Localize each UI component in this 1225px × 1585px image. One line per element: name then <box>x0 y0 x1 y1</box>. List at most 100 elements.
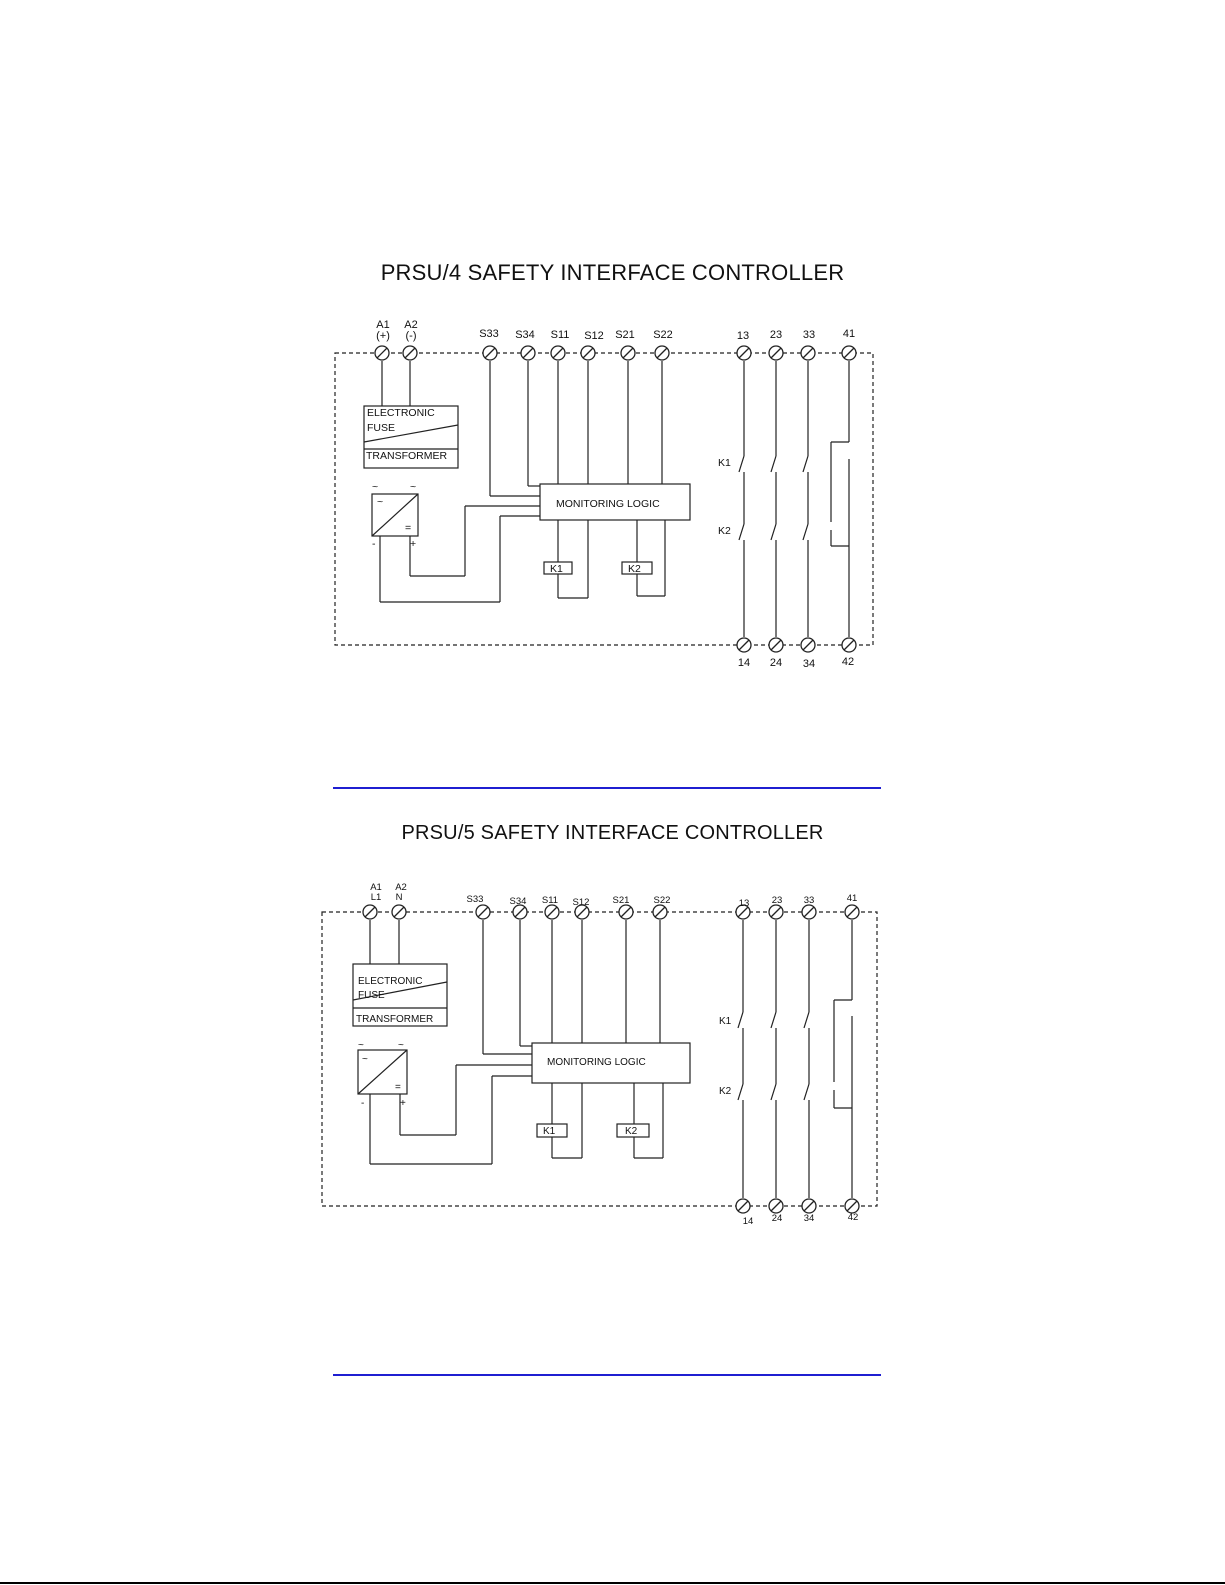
wiring-diagram-prsu4: A1 (+) A2 (-) S33 S34 S11 S12 S21 S22 13… <box>334 319 874 670</box>
terminal-label: 14 <box>738 657 750 669</box>
terminal-label: S22 <box>653 329 673 341</box>
terminal-screw <box>768 904 784 920</box>
terminal-label: S12 <box>584 330 604 342</box>
terminal-screw <box>800 637 816 653</box>
ac-dc-converter <box>357 1049 408 1095</box>
terminal-label: 13 <box>737 330 749 342</box>
converter-label: - <box>372 538 376 550</box>
terminal-label: 34 <box>803 658 815 670</box>
terminal-label: S22 <box>654 895 671 906</box>
terminal-screw <box>482 345 498 361</box>
terminal-screw <box>544 904 560 920</box>
terminal-screw <box>362 904 378 920</box>
terminal-screw <box>620 345 636 361</box>
terminal-label: S34 <box>510 896 527 907</box>
converter-label: + <box>400 1098 406 1109</box>
contact-label: K1 <box>719 1016 732 1027</box>
terminal-screw <box>574 904 590 920</box>
converter-label: - <box>361 1098 364 1109</box>
terminal-label: 23 <box>772 895 783 906</box>
relay-coil-label: K1 <box>550 563 563 575</box>
terminal-label: (+) <box>376 330 390 342</box>
enclosure-outline <box>334 352 874 646</box>
contact-label: K2 <box>719 1086 732 1097</box>
converter-label: ~ <box>398 1040 404 1051</box>
terminal-screw <box>841 637 857 653</box>
terminal-screw <box>580 345 596 361</box>
terminal-label: 13 <box>739 898 750 909</box>
wiring-diagram-prsu5: A1 L1 A2 N S33 S34 S11 S12 S21 S22 13 23… <box>321 882 878 1227</box>
fuse-transformer-box <box>363 405 459 469</box>
fuse-transformer-box <box>352 963 448 1027</box>
terminal-label: L1 <box>371 892 382 903</box>
enclosure-outline <box>321 911 878 1207</box>
terminal-screw <box>801 904 817 920</box>
terminal-screw <box>736 637 752 653</box>
terminal-screw <box>652 904 668 920</box>
terminal-label: 14 <box>743 1216 754 1227</box>
terminal-label: A1 <box>370 882 382 893</box>
terminal-label: S34 <box>515 329 535 341</box>
section-divider <box>333 787 881 789</box>
terminal-label: (-) <box>406 330 417 342</box>
terminal-label: A1 <box>376 319 389 331</box>
terminal-screw <box>735 1198 751 1214</box>
terminal-label: 24 <box>772 1213 783 1224</box>
converter-label: ~ <box>372 481 378 493</box>
terminal-label: 33 <box>804 895 815 906</box>
fuse-label: FUSE <box>358 990 385 1001</box>
terminal-label: S33 <box>467 894 484 905</box>
ac-dc-converter <box>371 493 419 537</box>
terminal-screw <box>768 637 784 653</box>
transformer-label: TRANSFORMER <box>356 1014 433 1025</box>
fuse-label: FUSE <box>367 422 395 434</box>
terminal-label: A2 <box>395 882 407 893</box>
terminal-screw <box>841 345 857 361</box>
transformer-label: TRANSFORMER <box>366 450 448 462</box>
terminal-label: 34 <box>804 1213 815 1224</box>
monitoring-logic-box <box>531 1042 691 1084</box>
monitoring-logic-box <box>539 483 691 521</box>
terminal-screw <box>618 904 634 920</box>
terminal-label: 24 <box>770 657 782 669</box>
terminal-label: 23 <box>770 329 782 341</box>
terminal-screw <box>512 904 528 920</box>
terminal-label: S33 <box>479 328 499 340</box>
converter-label: + <box>410 538 416 550</box>
terminal-label: 41 <box>847 893 858 904</box>
terminal-label: N <box>396 892 403 903</box>
terminal-screw <box>844 904 860 920</box>
terminal-screw <box>520 345 536 361</box>
terminal-screw <box>475 904 491 920</box>
terminal-screw <box>800 345 816 361</box>
relay-coil-label: K1 <box>543 1126 556 1137</box>
page-bottom-border <box>0 1582 1225 1584</box>
diagram-title: PRSU/4 SAFETY INTERFACE CONTROLLER <box>380 260 845 285</box>
terminal-label: 42 <box>842 656 854 668</box>
terminal-screw <box>844 1198 860 1214</box>
contact-label: K1 <box>718 457 731 469</box>
terminal-label: S11 <box>551 329 570 341</box>
section-divider <box>333 1374 881 1376</box>
terminal-screw <box>654 345 670 361</box>
monitoring-logic-label: MONITORING LOGIC <box>556 498 660 510</box>
terminal-screw <box>735 904 751 920</box>
relay-coil-label: K2 <box>628 563 641 575</box>
terminal-label: S21 <box>615 329 635 341</box>
converter-label: ~ <box>358 1040 364 1051</box>
relay-coil-k2 <box>616 1123 650 1138</box>
terminal-screw <box>768 345 784 361</box>
terminal-label: 42 <box>848 1212 859 1223</box>
terminal-screw <box>801 1198 817 1214</box>
monitoring-logic-label: MONITORING LOGIC <box>547 1057 646 1068</box>
terminal-label: A2 <box>404 319 417 331</box>
terminal-label: S21 <box>613 895 630 906</box>
terminal-screw <box>736 345 752 361</box>
terminal-screw <box>768 1198 784 1214</box>
converter-label: ~ <box>377 496 383 508</box>
terminal-label: S12 <box>573 897 590 908</box>
converter-label: = <box>395 1082 401 1093</box>
terminal-screw <box>374 345 390 361</box>
terminal-label: S11 <box>542 895 558 906</box>
terminal-label: 41 <box>843 328 855 340</box>
